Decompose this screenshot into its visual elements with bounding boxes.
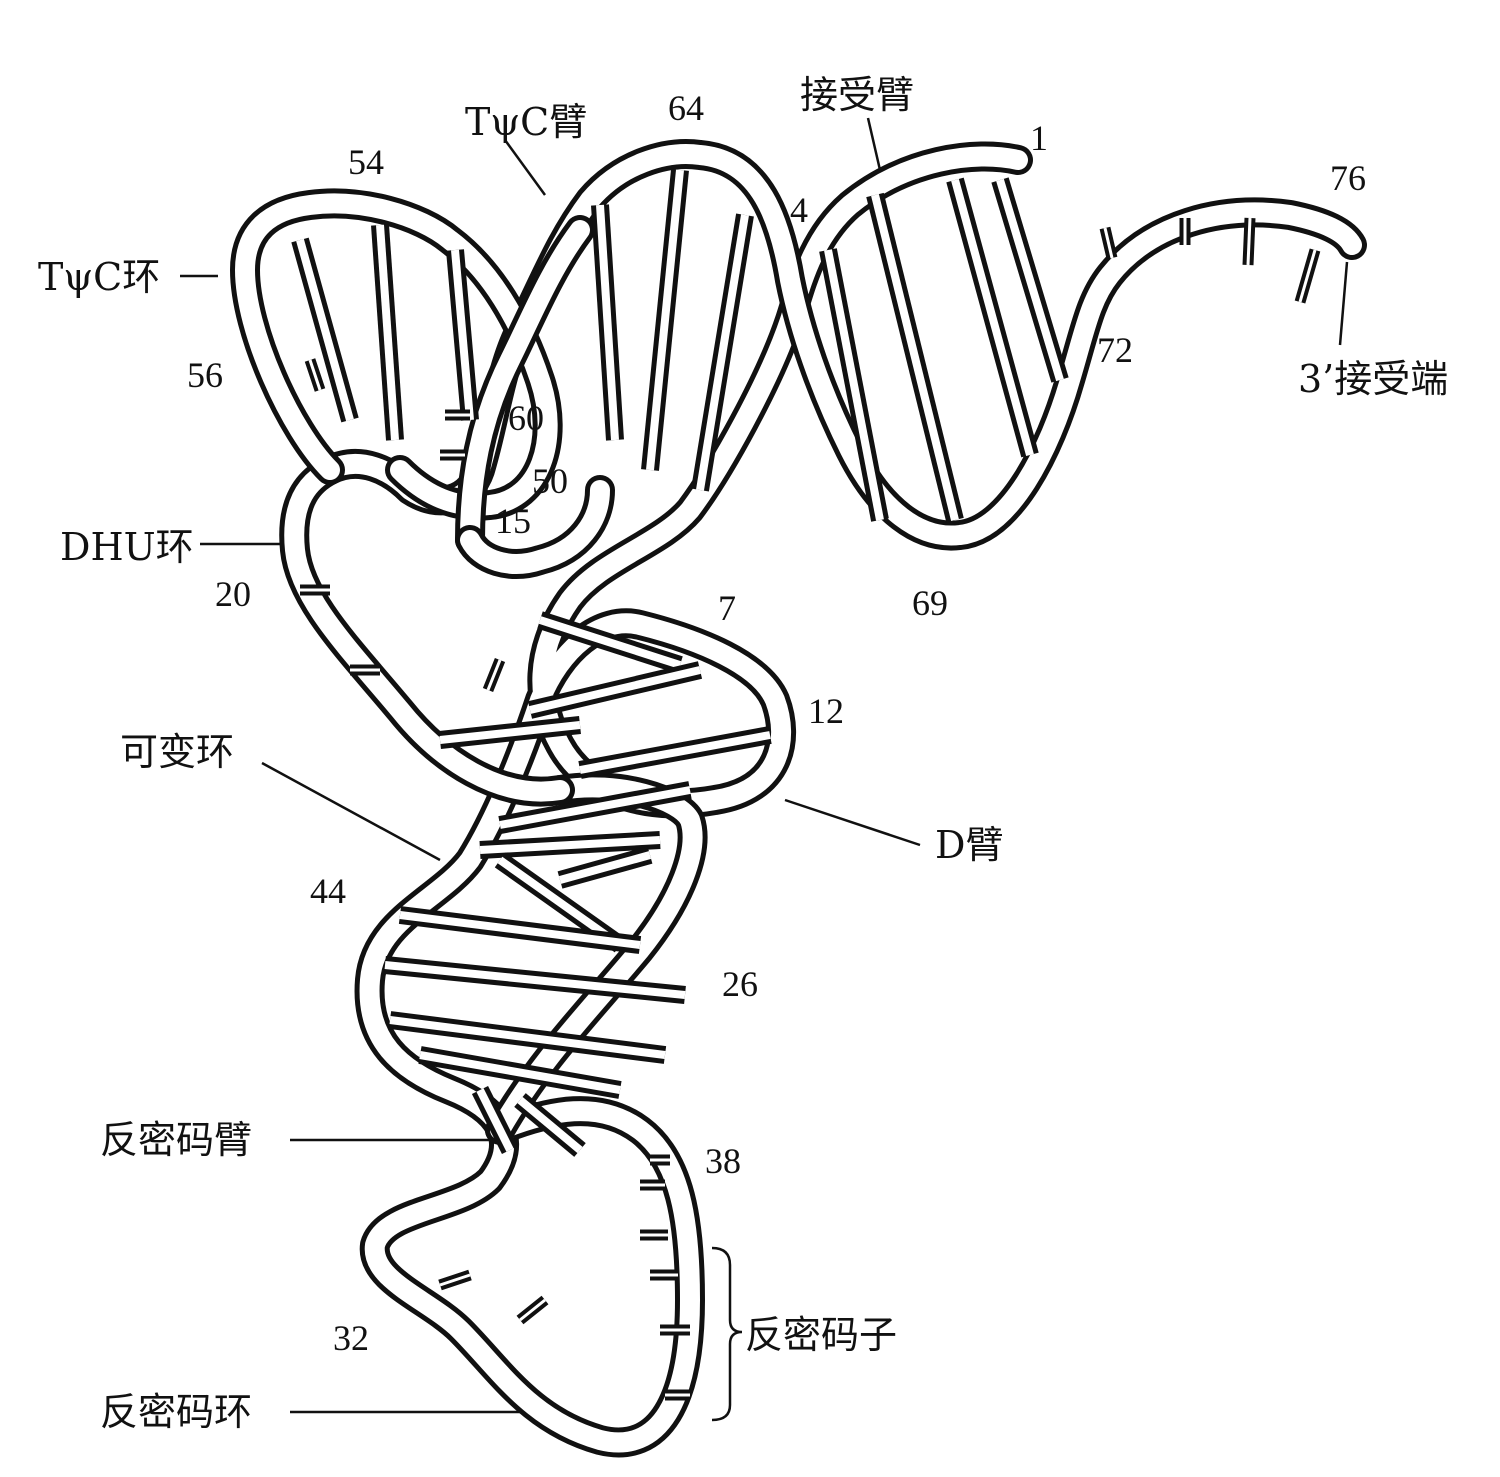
pos-60: 60 <box>508 398 544 438</box>
pos-44: 44 <box>310 871 346 911</box>
pos-20: 20 <box>215 574 251 614</box>
leader-lines <box>180 117 1349 1422</box>
unpaired-base-stubs <box>300 217 1321 1401</box>
pos-7: 7 <box>718 588 736 628</box>
label-dhu-loop: DHU环 <box>60 525 194 569</box>
label-tpsic-loop: TψC环 <box>38 255 160 299</box>
pos-15: 15 <box>495 501 531 541</box>
label-anticodon-loop: 反密码环 <box>100 1390 252 1434</box>
label-anticodon: 反密码子 <box>745 1313 897 1357</box>
label-d-arm: D臂 <box>935 823 1003 867</box>
pos-12: 12 <box>808 691 844 731</box>
label-tpsic-arm: TψC臂 <box>465 100 587 144</box>
label-three-prime-end: 3’接受端 <box>1298 357 1448 401</box>
pos-4: 4 <box>790 190 808 230</box>
pos-72: 72 <box>1097 330 1133 370</box>
pos-50: 50 <box>532 461 568 501</box>
pos-38: 38 <box>705 1141 741 1181</box>
pos-1: 1 <box>1030 118 1048 158</box>
label-anticodon-arm: 反密码臂 <box>100 1118 252 1162</box>
label-variable-loop: 可变环 <box>120 730 234 774</box>
pos-64: 64 <box>668 88 704 128</box>
position-numbers: 1 4 7 12 15 20 26 32 38 44 50 54 56 60 6… <box>187 88 1366 1358</box>
pos-56: 56 <box>187 355 223 395</box>
pos-32: 32 <box>333 1318 369 1358</box>
pos-26: 26 <box>722 964 758 1004</box>
base-pair-rungs <box>291 169 1069 1157</box>
pos-69: 69 <box>912 583 948 623</box>
label-acceptor-arm: 接受臂 <box>800 73 914 117</box>
pos-76: 76 <box>1330 158 1366 198</box>
pos-54: 54 <box>348 142 384 182</box>
trna-backbone <box>230 139 1367 1458</box>
region-labels: TψC臂 接受臂 TψC环 DHU环 可变环 D臂 反密码臂 反密码子 反密码环… <box>38 73 1448 1434</box>
